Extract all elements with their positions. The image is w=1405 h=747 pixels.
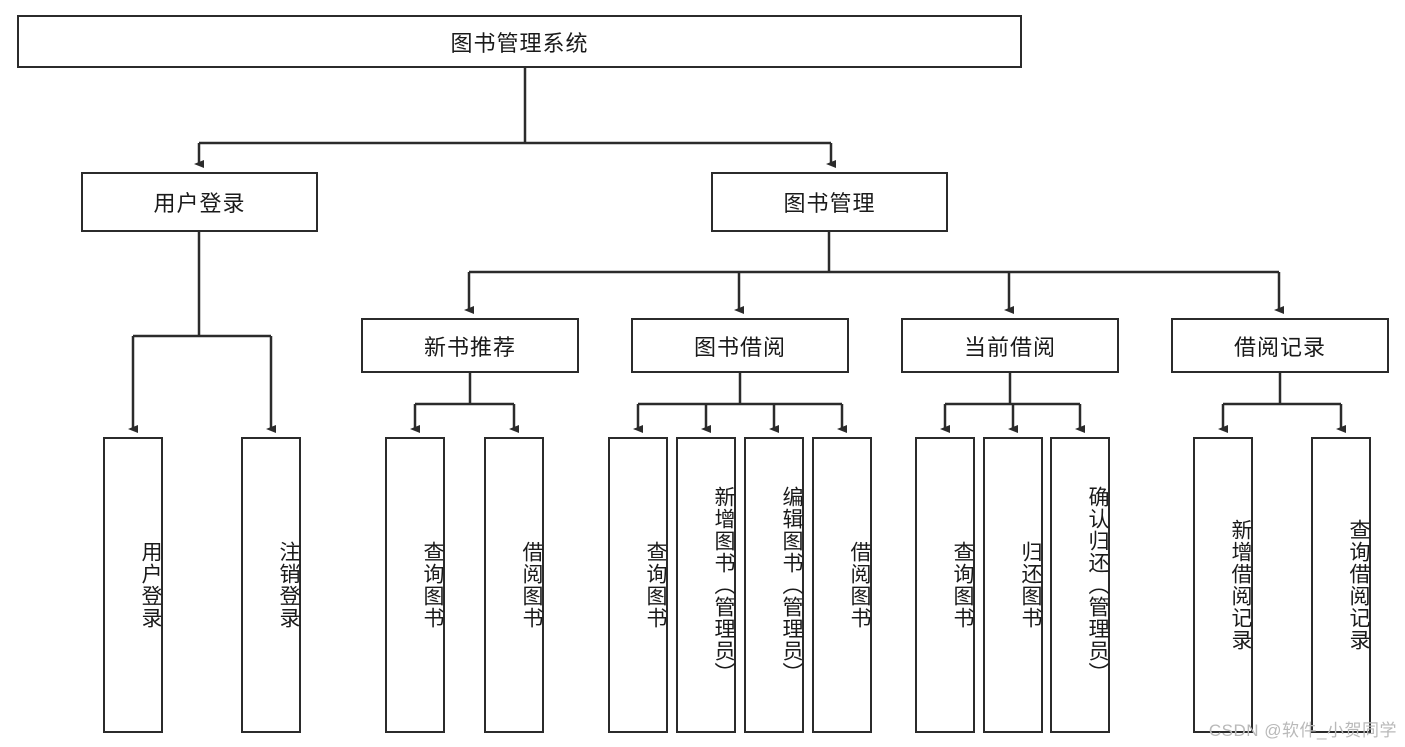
leaf-logout[interactable]: 注销登录: [241, 437, 301, 733]
leaf-add-borrow-record[interactable]: 新增借阅记录: [1193, 437, 1253, 733]
leaf-edit-book-admin[interactable]: 编辑图书（管理员）: [744, 437, 804, 733]
edge-new-book-group: [410, 373, 519, 433]
leaf-borrow-book-newbook[interactable]: 借阅图书: [484, 437, 544, 733]
leaf-add-book-admin[interactable]: 新增图书（管理员）: [676, 437, 736, 733]
leaf-label: 新增图书（管理员）: [712, 486, 735, 684]
leaf-query-book-current[interactable]: 查询图书: [915, 437, 975, 733]
leaf-query-book-borrow[interactable]: 查询图书: [608, 437, 668, 733]
leaf-label: 用户登录: [139, 541, 162, 629]
leaf-label: 编辑图书（管理员）: [780, 486, 803, 684]
leaf-borrow-book[interactable]: 借阅图书: [812, 437, 872, 733]
node-book-management-label: 图书管理: [783, 191, 876, 216]
node-borrow-record-label: 借阅记录: [1233, 334, 1326, 360]
edge-book-manage-group: [464, 232, 1284, 314]
leaf-label: 注销登录: [277, 541, 300, 629]
leaf-label: 确认归还（管理员）: [1086, 486, 1109, 684]
leaf-label: 查询借阅记录: [1347, 519, 1370, 651]
node-user-login[interactable]: 用户登录: [81, 172, 318, 232]
edge-user-login-group: [128, 232, 276, 433]
leaf-return-book[interactable]: 归还图书: [983, 437, 1043, 733]
node-root[interactable]: 图书管理系统: [17, 15, 1022, 68]
node-new-book-recommend-label: 新书推荐: [423, 334, 516, 360]
leaf-confirm-return-admin[interactable]: 确认归还（管理员）: [1050, 437, 1110, 733]
leaf-label: 查询图书: [951, 541, 974, 629]
leaf-query-borrow-record[interactable]: 查询借阅记录: [1311, 437, 1371, 733]
leaf-label: 归还图书: [1019, 541, 1042, 629]
edge-root-stem: [194, 68, 836, 168]
node-current-borrow-label: 当前借阅: [963, 334, 1056, 360]
leaf-label: 新增借阅记录: [1229, 519, 1252, 651]
leaf-label: 借阅图书: [848, 541, 871, 629]
node-book-borrow-label: 图书借阅: [693, 334, 786, 360]
edge-borrow-record-group: [1218, 373, 1346, 433]
node-new-book-recommend[interactable]: 新书推荐: [361, 318, 579, 373]
leaf-label: 查询图书: [421, 541, 444, 629]
leaf-query-book-newbook[interactable]: 查询图书: [385, 437, 445, 733]
leaf-user-login[interactable]: 用户登录: [103, 437, 163, 733]
node-root-label: 图书管理系统: [450, 30, 589, 56]
node-book-management[interactable]: 图书管理: [711, 172, 948, 232]
leaf-label: 查询图书: [644, 541, 667, 629]
node-book-borrow[interactable]: 图书借阅: [631, 318, 849, 373]
node-user-login-label: 用户登录: [153, 191, 246, 216]
edge-borrow-group: [633, 373, 847, 433]
node-current-borrow[interactable]: 当前借阅: [901, 318, 1119, 373]
edge-current-borrow-group: [940, 373, 1085, 433]
node-borrow-record[interactable]: 借阅记录: [1171, 318, 1389, 373]
leaf-label: 借阅图书: [520, 541, 543, 629]
